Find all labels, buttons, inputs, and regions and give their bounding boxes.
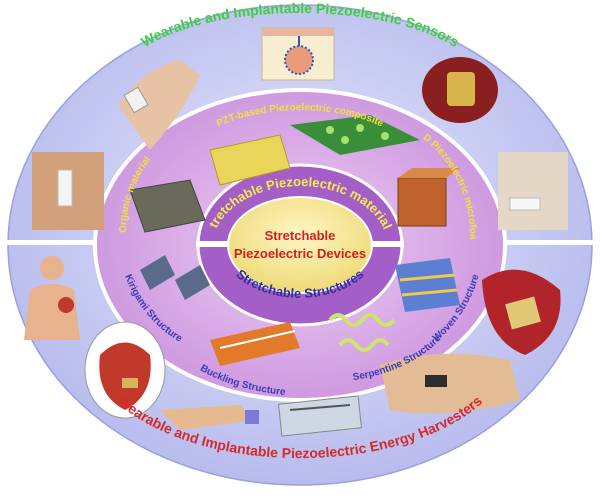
center-title-line1: Stretchable	[265, 228, 336, 243]
heart-implant-illustration	[84, 321, 166, 419]
wrist-harvester-photo	[380, 353, 520, 414]
arm-device-photo	[160, 405, 259, 430]
neck-sensor-photo	[498, 152, 568, 230]
organic-material-illustration	[129, 179, 206, 233]
top-cell-illustration	[261, 27, 335, 81]
pzt-composite-illustration	[209, 134, 291, 186]
heart-device-illustration	[482, 269, 561, 355]
green-composite-illustration	[290, 115, 420, 155]
woven-illustration	[395, 258, 460, 312]
human-body-illustration	[24, 256, 80, 340]
wrist-sensor-photo	[118, 60, 200, 150]
implant-device-photo	[422, 57, 498, 123]
serpentine-illustration	[328, 313, 396, 352]
face-sensor-photo	[32, 152, 104, 230]
kirigami-illustration	[140, 255, 210, 300]
microfoam-illustration	[397, 168, 460, 227]
center-title-line2: Piezoelectric Devices	[234, 246, 366, 261]
flexible-device-photo	[277, 395, 363, 437]
center-ellipse	[227, 196, 373, 294]
buckling-illustration	[210, 322, 300, 366]
